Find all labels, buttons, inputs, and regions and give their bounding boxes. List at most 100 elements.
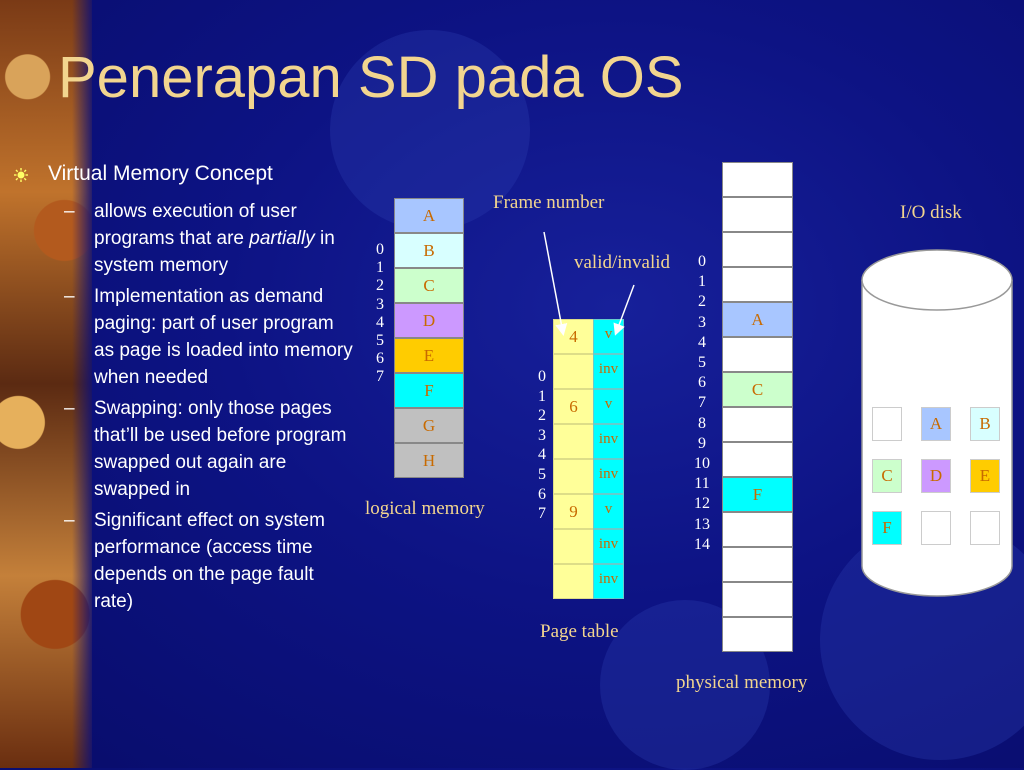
sub-bullet-text: Implementation as demand paging: part of… bbox=[94, 286, 353, 388]
sub-bullet-emphasis: partially bbox=[249, 228, 315, 249]
physical-frame-cell bbox=[722, 617, 793, 652]
physical-frame-cell bbox=[722, 197, 793, 232]
physical-frame-index: 12 bbox=[694, 495, 710, 513]
logical-page-index: 3 bbox=[376, 295, 384, 313]
physical-frame-cell: A bbox=[722, 302, 793, 337]
frame-number-arrow bbox=[543, 231, 568, 336]
sub-bullet-text: Swapping: only those pages that’ll be us… bbox=[94, 398, 347, 500]
physical-frame-index: 11 bbox=[694, 475, 710, 493]
physical-frame-index: 6 bbox=[698, 374, 706, 392]
page-table-frame-cell bbox=[553, 354, 594, 389]
disk-page-slot bbox=[970, 511, 1000, 545]
page-table-index: 2 bbox=[538, 407, 546, 425]
page-table-label: Page table bbox=[540, 621, 619, 642]
page-table-index: 3 bbox=[538, 426, 546, 444]
sub-bullet-list: allows execution of user programs that a… bbox=[64, 198, 356, 619]
sun-bullet-icon bbox=[14, 168, 28, 182]
logical-page-cell: A bbox=[394, 198, 464, 233]
page-table-valid-bit-cell: v bbox=[593, 389, 624, 424]
page-table-index: 5 bbox=[538, 466, 546, 483]
sub-bullet-4: Significant effect on system performance… bbox=[64, 507, 356, 615]
physical-frame-cell: F bbox=[722, 477, 793, 512]
logical-page-cell: D bbox=[394, 303, 464, 338]
slide-title: Penerapan SD pada OS bbox=[58, 45, 684, 110]
physical-frame-cell bbox=[722, 162, 793, 197]
logical-page-index: 7 bbox=[376, 368, 384, 386]
physical-frame-index: 14 bbox=[694, 535, 710, 553]
logical-page-index: 0 bbox=[376, 241, 384, 258]
disk-page-slot: D bbox=[921, 459, 951, 493]
page-table-frame-cell: 9 bbox=[553, 494, 594, 529]
valid-invalid-label: valid/invalid bbox=[574, 252, 671, 273]
page-table-valid-bit-cell: inv bbox=[593, 529, 624, 564]
page-table-frame-cell bbox=[553, 424, 594, 459]
sub-bullet-text: in system memory bbox=[94, 228, 335, 276]
disk-page-slot bbox=[872, 407, 902, 441]
disk-page-slot: B bbox=[970, 407, 1000, 441]
disk-page-slot: A bbox=[921, 407, 951, 441]
physical-memory-label: physical memory bbox=[676, 672, 808, 693]
physical-frame-cell bbox=[722, 547, 793, 582]
physical-frame-index: 5 bbox=[698, 354, 706, 371]
physical-frame-cell bbox=[722, 407, 793, 442]
sub-bullet-2: Implementation as demand paging: part of… bbox=[64, 283, 356, 391]
background-gear bbox=[330, 30, 530, 230]
sub-bullet-1: allows execution of user programs that a… bbox=[64, 198, 356, 279]
physical-frame-index: 1 bbox=[698, 273, 706, 291]
physical-frame-index: 9 bbox=[698, 434, 706, 452]
disk-page-slot bbox=[921, 511, 951, 545]
logical-page-index: 6 bbox=[376, 350, 384, 368]
disk-page-slot: C bbox=[872, 459, 902, 493]
logical-page-index: 5 bbox=[376, 332, 384, 349]
disk-label: I/O disk bbox=[900, 202, 962, 223]
physical-frame-index: 10 bbox=[694, 455, 710, 472]
frame-number-label: Frame number bbox=[493, 192, 605, 213]
sub-bullet-text: allows execution of user programs that a… bbox=[94, 201, 297, 249]
page-table-valid-bit-cell: inv bbox=[593, 354, 624, 389]
logical-page-index: 2 bbox=[376, 277, 384, 295]
logical-page-cell: B bbox=[394, 233, 464, 268]
page-table-valid-bit-cell: inv bbox=[593, 459, 624, 494]
page-table-valid-bit-cell: v bbox=[593, 319, 624, 354]
logical-page-cell: F bbox=[394, 373, 464, 408]
physical-frame-index: 0 bbox=[698, 253, 706, 270]
decorative-left-strip bbox=[0, 0, 92, 768]
logical-page-cell: E bbox=[394, 338, 464, 373]
physical-frame-index: 13 bbox=[694, 515, 710, 533]
logical-page-cell: H bbox=[394, 443, 464, 478]
sub-bullet-text: Significant effect on system performance… bbox=[94, 510, 325, 612]
physical-frame-cell bbox=[722, 512, 793, 547]
page-table-frame-cell bbox=[553, 459, 594, 494]
physical-frame-cell bbox=[722, 267, 793, 302]
logical-page-cell: G bbox=[394, 408, 464, 443]
physical-frame-index: 8 bbox=[698, 414, 706, 432]
physical-frame-cell: C bbox=[722, 372, 793, 407]
physical-frame-cell bbox=[722, 442, 793, 477]
disk-page-slot: E bbox=[970, 459, 1000, 493]
page-table-frame-cell bbox=[553, 529, 594, 564]
logical-page-cell: C bbox=[394, 268, 464, 303]
logical-memory-label: logical memory bbox=[365, 498, 485, 519]
bullet-virtual-memory: Virtual Memory Concept bbox=[48, 162, 273, 185]
page-table-valid-bit-cell: inv bbox=[593, 424, 624, 459]
physical-frame-index: 2 bbox=[698, 293, 706, 311]
page-table-valid-bit-cell: inv bbox=[593, 564, 624, 599]
page-table-index: 0 bbox=[538, 368, 546, 385]
page-table-index: 7 bbox=[538, 505, 546, 523]
physical-frame-index: 7 bbox=[698, 394, 706, 412]
page-table-frame-cell: 6 bbox=[553, 389, 594, 424]
sub-bullet-3: Swapping: only those pages that’ll be us… bbox=[64, 395, 356, 503]
physical-frame-cell bbox=[722, 232, 793, 267]
physical-frame-cell bbox=[722, 582, 793, 617]
logical-page-index: 4 bbox=[376, 313, 384, 331]
physical-frame-cell bbox=[722, 337, 793, 372]
physical-frame-index: 4 bbox=[698, 333, 706, 351]
page-table-index: 6 bbox=[538, 485, 546, 503]
valid-invalid-arrow bbox=[613, 284, 635, 336]
page-table-valid-bit-cell: v bbox=[593, 494, 624, 529]
logical-page-index: 1 bbox=[376, 259, 384, 277]
page-table-index: 4 bbox=[538, 446, 546, 464]
page-table-index: 1 bbox=[538, 387, 546, 405]
disk-page-slot: F bbox=[872, 511, 902, 545]
